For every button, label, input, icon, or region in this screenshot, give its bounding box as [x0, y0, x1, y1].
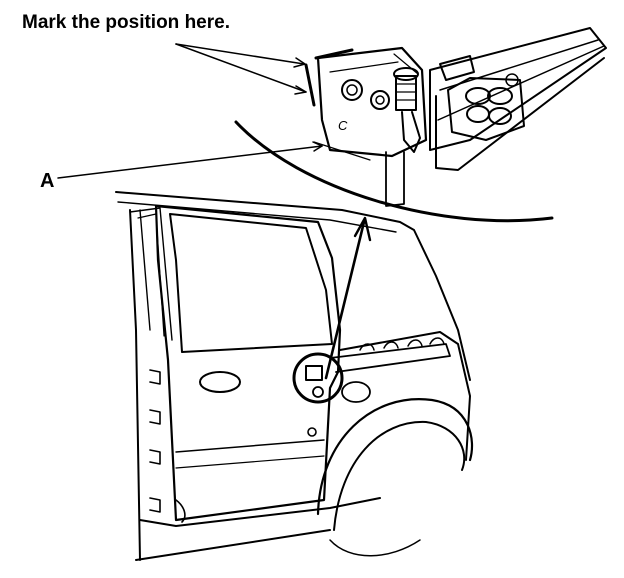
van-body: [115, 191, 474, 561]
mark-leader-line-upper: [175, 43, 305, 65]
mark-position-label: Mark the position here.: [22, 12, 230, 33]
callout-a-label: A: [40, 170, 55, 192]
mark-leader-line-lower: [175, 43, 307, 93]
bracket-letter-c: C: [338, 118, 348, 133]
zoom-arrow: [324, 220, 366, 380]
roller-highlight-circle: [292, 352, 344, 404]
callout-a-leader-line: [57, 145, 323, 179]
magnifier-arc: [234, 120, 554, 223]
roller-bracket-detail: [304, 27, 607, 207]
